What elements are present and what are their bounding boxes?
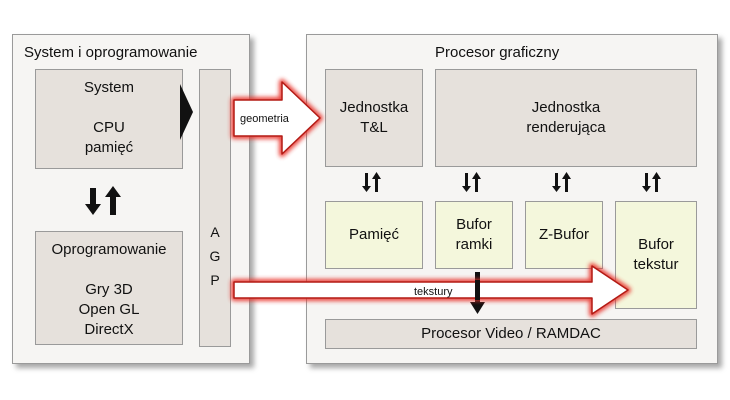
render-unit-box: Jednostka renderująca (435, 69, 697, 167)
render-zbuffer-bidirectional-arrow (552, 172, 571, 192)
render-unit-line-1: Jednostka (531, 99, 601, 116)
software-box-directx: DirectX (84, 321, 134, 338)
arrow-down-icon (642, 173, 651, 192)
system-box-cpu: CPU (93, 119, 125, 136)
software-box-games: Gry 3D (85, 281, 133, 298)
system-software-title: System i oprogramowanie (24, 44, 198, 61)
software-box-title: Oprogramowanie (51, 241, 167, 258)
z-buffer-box: Z-Bufor (525, 201, 603, 269)
arrow-down-icon (552, 173, 561, 192)
system-software-panel: System i oprogramowanie System CPU pamię… (12, 34, 250, 364)
textures-label: tekstury (414, 286, 453, 298)
render-unit-line-2: renderująca (526, 119, 606, 136)
agp-letter-a: A (210, 224, 220, 240)
software-box-opengl: Open GL (78, 301, 140, 318)
textures-arrow (231, 263, 631, 317)
arrow-up-icon (105, 186, 121, 215)
arrow-up-icon (562, 172, 571, 192)
texture-buffer-line-2: tekstur (633, 256, 679, 273)
video-processor-label: Procesor Video / RAMDAC (421, 325, 601, 342)
gpu-panel: Procesor graficzny Jednostka T&L Jednost… (306, 34, 718, 364)
system-software-bidirectional-arrow (85, 186, 121, 215)
memory-label: Pamięć (348, 226, 400, 243)
memory-box: Pamięć (325, 201, 423, 269)
system-box-memory: pamięć (84, 139, 134, 156)
z-buffer-label: Z-Bufor (538, 226, 589, 243)
tl-unit-line-2: T&L (360, 119, 388, 136)
texture-buffer-box: Bufor tekstur (615, 201, 697, 309)
system-to-agp-arrowhead (180, 84, 193, 140)
tl-unit-line-1: Jednostka (339, 99, 409, 116)
render-texturebuffer-bidirectional-arrow (642, 172, 661, 192)
tl-memory-bidirectional-arrow (362, 172, 381, 192)
texture-buffer-line-1: Bufor (638, 236, 674, 253)
system-box-title: System (83, 79, 134, 96)
frame-buffer-box: Bufor ramki (435, 201, 513, 269)
frame-buffer-line-1: Bufor (456, 216, 492, 233)
arrow-up-icon (472, 172, 481, 192)
arrow-up-icon (372, 172, 381, 192)
geometry-label: geometria (240, 113, 290, 125)
arrow-down-icon (362, 173, 371, 192)
geometry-arrow (231, 79, 323, 157)
arrow-down-icon (462, 173, 471, 192)
agp-letter-g: G (209, 248, 221, 264)
system-box: System CPU pamięć (35, 69, 183, 169)
arrow-up-icon (652, 172, 661, 192)
framebuffer-arrow-overlap-segment (475, 280, 480, 300)
agp-bus: A G P (199, 69, 231, 347)
video-processor-box: Procesor Video / RAMDAC (325, 319, 697, 349)
render-framebuffer-bidirectional-arrow (462, 172, 481, 192)
agp-letter-p: P (210, 272, 220, 288)
gpu-panel-title: Procesor graficzny (435, 44, 560, 61)
frame-buffer-line-2: ramki (455, 236, 493, 253)
arrow-down-icon (85, 188, 101, 215)
software-box: Oprogramowanie Gry 3D Open GL DirectX (35, 231, 183, 345)
tl-unit-box: Jednostka T&L (325, 69, 423, 167)
